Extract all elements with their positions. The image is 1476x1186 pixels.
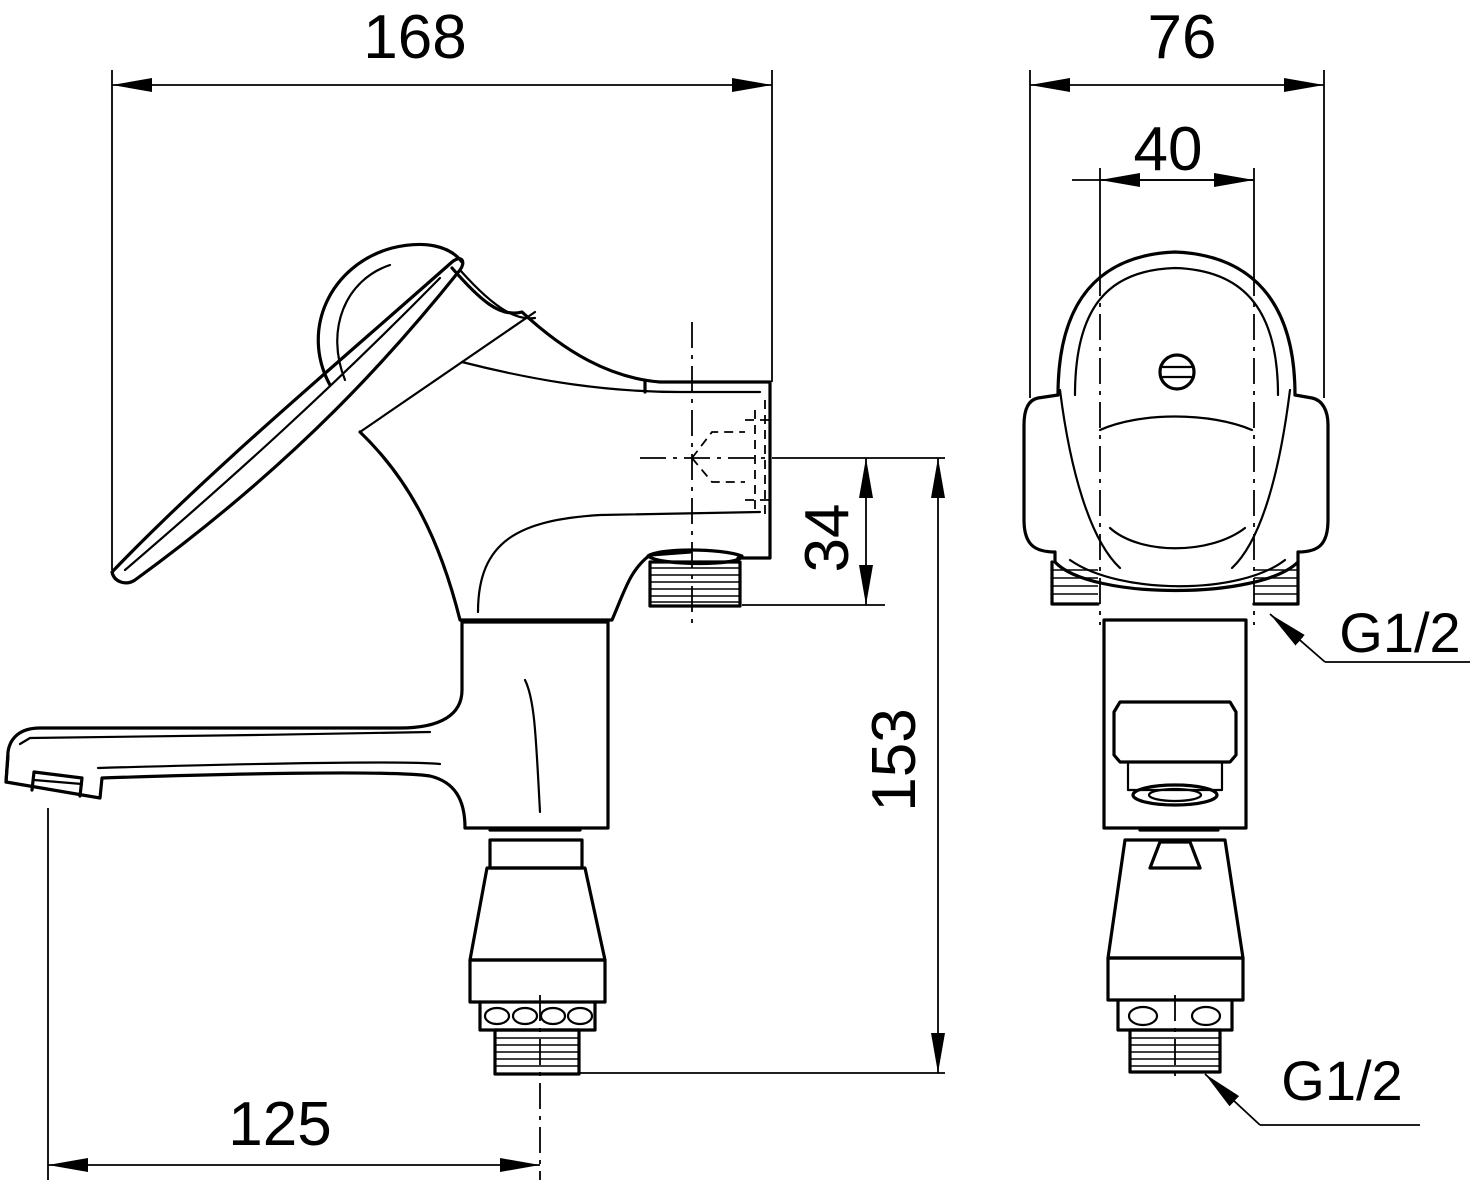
dimension-153: 153: [580, 457, 945, 1074]
dimension-76: 76: [1029, 3, 1325, 398]
dimension-34: 34: [742, 457, 885, 606]
spout-front: [1102, 618, 1248, 830]
thread-callout-bottom-label: G1/2: [1281, 1049, 1402, 1112]
thread-callout-side-label: G1/2: [1339, 601, 1460, 664]
lever-front: [1056, 250, 1297, 570]
front-view: [1022, 250, 1330, 1080]
side-inlet-thread: [646, 548, 744, 608]
thread-callout-bottom: G1/2: [1204, 1049, 1420, 1126]
thread-callout-side: G1/2: [1269, 601, 1470, 664]
dimension-125: 125: [47, 808, 540, 1180]
supply-connector-front: [1106, 828, 1245, 1074]
dimension-40-label: 40: [1134, 115, 1203, 184]
dimension-40: 40: [1072, 115, 1255, 270]
body-front: [1022, 393, 1330, 593]
supply-connector: [468, 828, 607, 1076]
dimension-168-label: 168: [363, 3, 466, 72]
dimension-76-label: 76: [1148, 3, 1217, 72]
dimension-34-label: 34: [793, 504, 862, 573]
dimension-153-label: 153: [860, 708, 929, 811]
side-view: [4, 242, 790, 1180]
spout: [4, 620, 610, 830]
dimension-168: 168: [111, 3, 773, 570]
lever-handle: [110, 242, 465, 585]
dimension-125-label: 125: [228, 1090, 331, 1159]
side-threads-front: [1050, 560, 1300, 606]
mixer-body: [358, 266, 772, 622]
hidden-cartridge: [691, 400, 770, 520]
